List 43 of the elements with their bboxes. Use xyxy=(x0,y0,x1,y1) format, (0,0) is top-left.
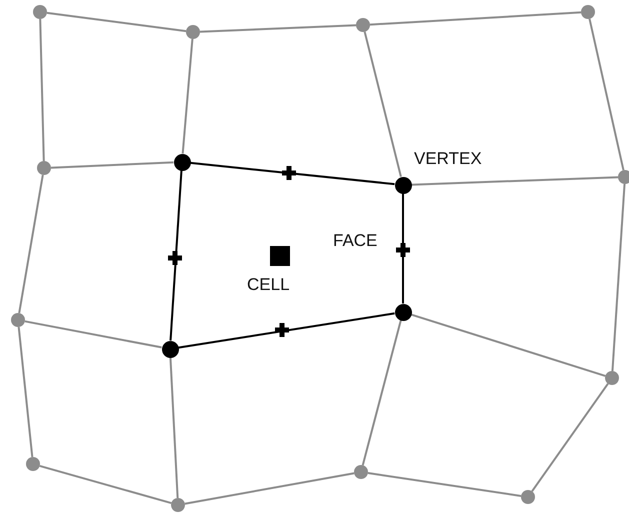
mesh-edge xyxy=(200,24,356,33)
vertex-dot xyxy=(174,154,190,170)
mesh-edge xyxy=(184,472,354,505)
vertex-dot xyxy=(521,490,535,504)
mesh-edge xyxy=(190,162,395,186)
mesh-edge xyxy=(46,12,186,32)
vertex-dot xyxy=(33,5,47,19)
vertex-dot xyxy=(37,161,51,175)
vertex-dot xyxy=(581,5,595,19)
mesh-edge xyxy=(18,174,44,314)
mesh-edge xyxy=(410,314,606,377)
mesh-edge xyxy=(368,472,522,497)
vertex-dot xyxy=(162,340,178,358)
vertex-dot xyxy=(186,25,200,39)
vertex-dot xyxy=(11,313,25,327)
vertex-dot xyxy=(394,176,412,194)
term-label: CELL xyxy=(247,275,290,295)
mesh-edge xyxy=(411,176,618,186)
vertex-dot xyxy=(356,18,370,32)
term-label: FACE xyxy=(333,231,378,251)
mesh-edge xyxy=(402,194,404,304)
mesh-edge xyxy=(24,320,162,348)
mesh-edge xyxy=(370,11,582,26)
vertex-dot xyxy=(605,371,619,385)
mesh-edge xyxy=(39,18,45,162)
mesh-edge xyxy=(178,312,395,349)
vertex-dot xyxy=(394,304,412,320)
mesh-edge xyxy=(362,320,402,466)
vertex-dot xyxy=(354,465,368,479)
vertex-dot xyxy=(171,498,185,512)
mesh-edge xyxy=(18,326,34,458)
mesh-edge xyxy=(170,170,182,341)
mesh-edge xyxy=(364,32,402,177)
mesh-edge xyxy=(50,161,174,169)
term-label: VERTEX xyxy=(414,149,482,169)
mesh-edge xyxy=(611,184,626,372)
mesh-edge xyxy=(182,38,194,154)
vertex-dot xyxy=(618,170,629,184)
mesh-edge xyxy=(588,18,624,170)
mesh-edge xyxy=(169,357,179,498)
mesh-edge xyxy=(531,383,609,492)
vertex-dot xyxy=(26,457,40,471)
mesh-edge xyxy=(39,464,172,504)
